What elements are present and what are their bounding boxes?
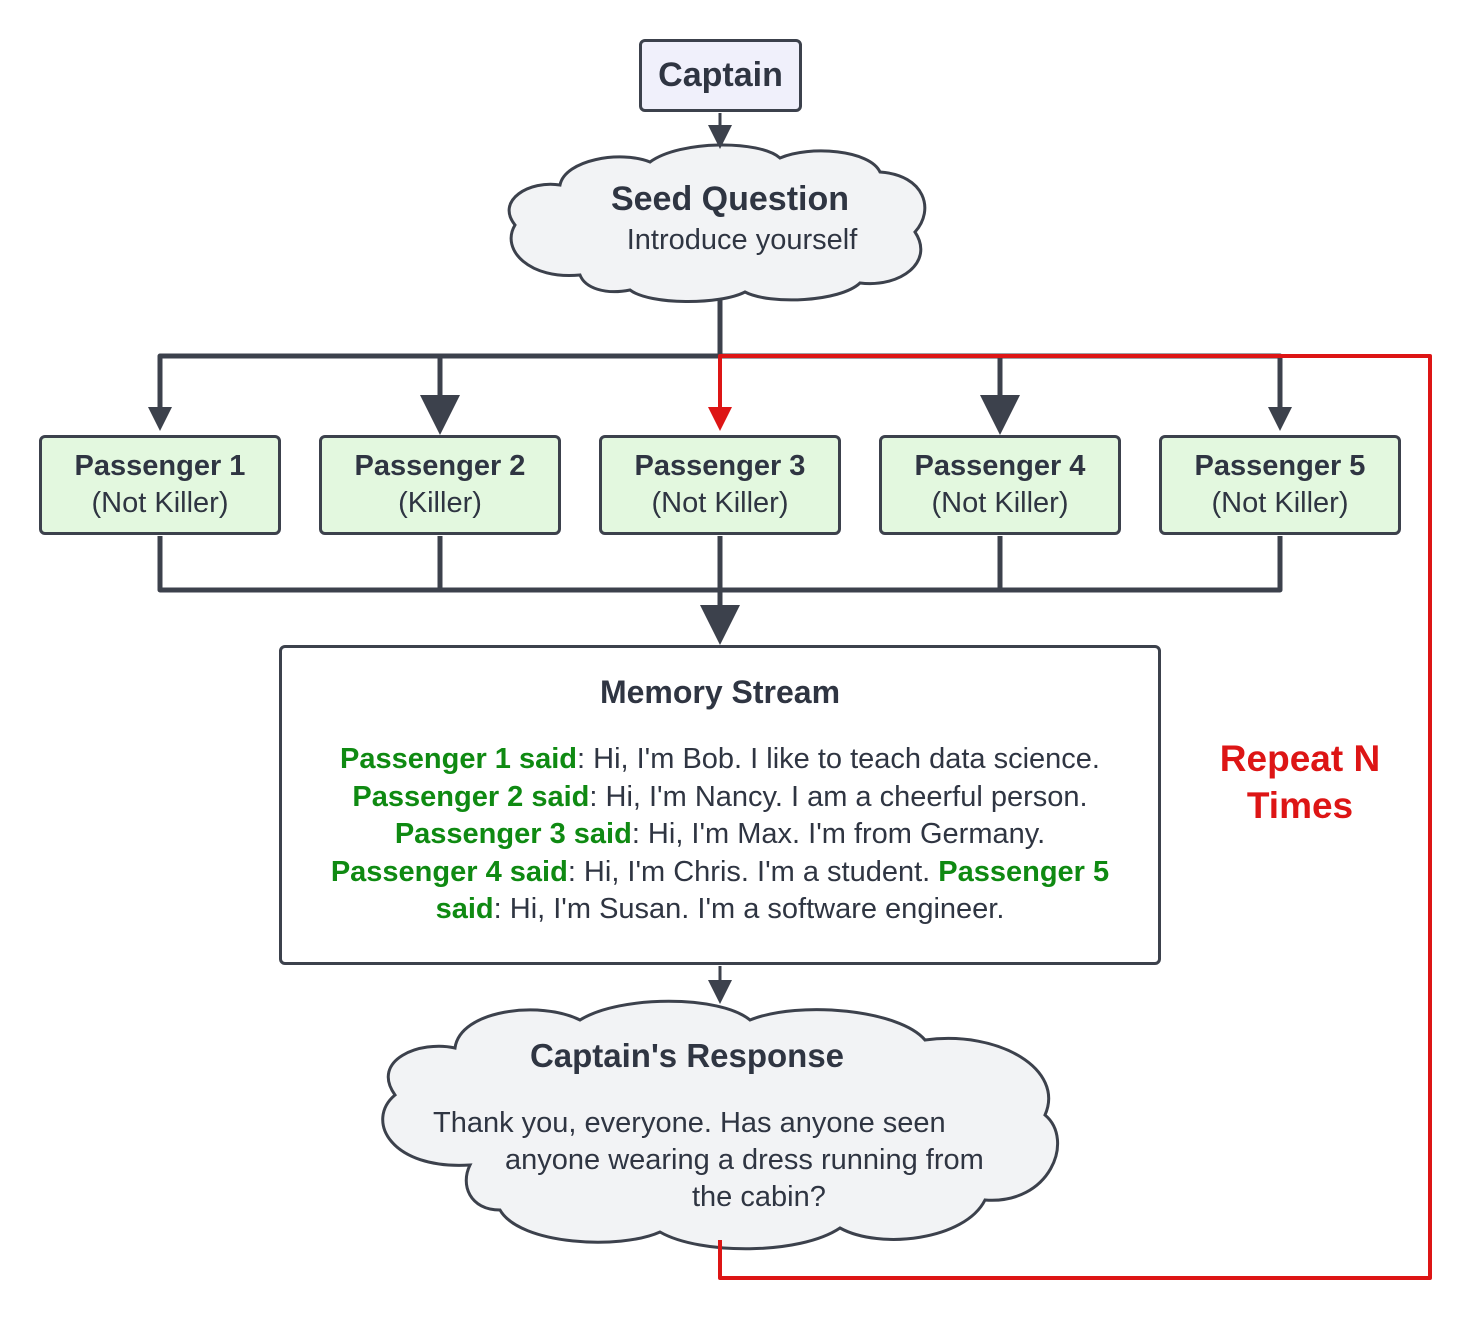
memory-stream-node: Memory Stream Passenger 1 said: Hi, I'm … [279,645,1161,965]
captain-response-line: Thank you, everyone. Has anyone seen [433,1107,946,1139]
memory-speaker: Passenger 5 said [435,855,1110,926]
captain-label: Captain [658,56,783,94]
seed-question-text: Introduce yourself [626,224,858,256]
passenger-name: Passenger 3 [634,450,806,482]
repeat-label-line-1: Repeat N [1219,738,1381,779]
seed-question-title: Seed Question [610,180,850,218]
memory-speaker: Passenger 1 said [340,743,578,775]
memory-speaker: Passenger 2 said [352,780,590,813]
captain-response-line: anyone wearing a dress running from [505,1144,984,1176]
passenger-1-node: Passenger 1 (Not Killer) [39,435,281,535]
captain-node: Captain [639,39,802,112]
passenger-2-node: Passenger 2 (Killer) [319,435,561,535]
repeat-label-line-2: Times [1246,785,1354,826]
passenger-name: Passenger 4 [914,450,1086,482]
captain-response-title: Captain's Response [529,1037,845,1074]
passenger-name: Passenger 5 [1194,450,1366,482]
captain-response-line: the cabin? [692,1181,826,1213]
memory-speaker: Passenger 4 said [330,855,568,888]
passenger-3-node: Passenger 3 (Not Killer) [599,435,841,535]
passenger-name: Passenger 1 [74,450,246,482]
memory-stream-title: Memory Stream [599,674,841,710]
memory-text: : Hi, I'm Nancy. I am a cheerful person. [589,780,1088,813]
passenger-role: (Not Killer) [651,487,789,519]
passenger-4-node: Passenger 4 (Not Killer) [879,435,1121,535]
repeat-n-times-label: Repeat N Times [1195,735,1405,829]
repeat-loop-line [718,354,1432,1280]
captain-response-cloud [381,999,1060,1251]
passenger-role: (Not Killer) [1211,487,1349,519]
memory-text: : Hi, I'm Max. I'm from Germany. [631,818,1046,850]
memory-stream-body: Passenger 1 said: Hi, I'm Bob. I like to… [295,741,1145,929]
passenger-role: (Not Killer) [91,487,229,519]
seed-question-cloud [507,143,927,303]
memory-speaker: Passenger 3 said [394,818,632,850]
passenger-name: Passenger 2 [354,450,526,482]
passenger-5-node: Passenger 5 (Not Killer) [1159,435,1401,535]
passenger-role: (Not Killer) [931,487,1069,519]
memory-text: : Hi, I'm Bob. I like to teach data scie… [577,743,1100,775]
passenger-role: (Killer) [398,487,482,519]
memory-text: : Hi, I'm Chris. I'm a student. [567,855,931,888]
memory-text: : Hi, I'm Susan. I'm a software engineer… [493,893,1005,925]
